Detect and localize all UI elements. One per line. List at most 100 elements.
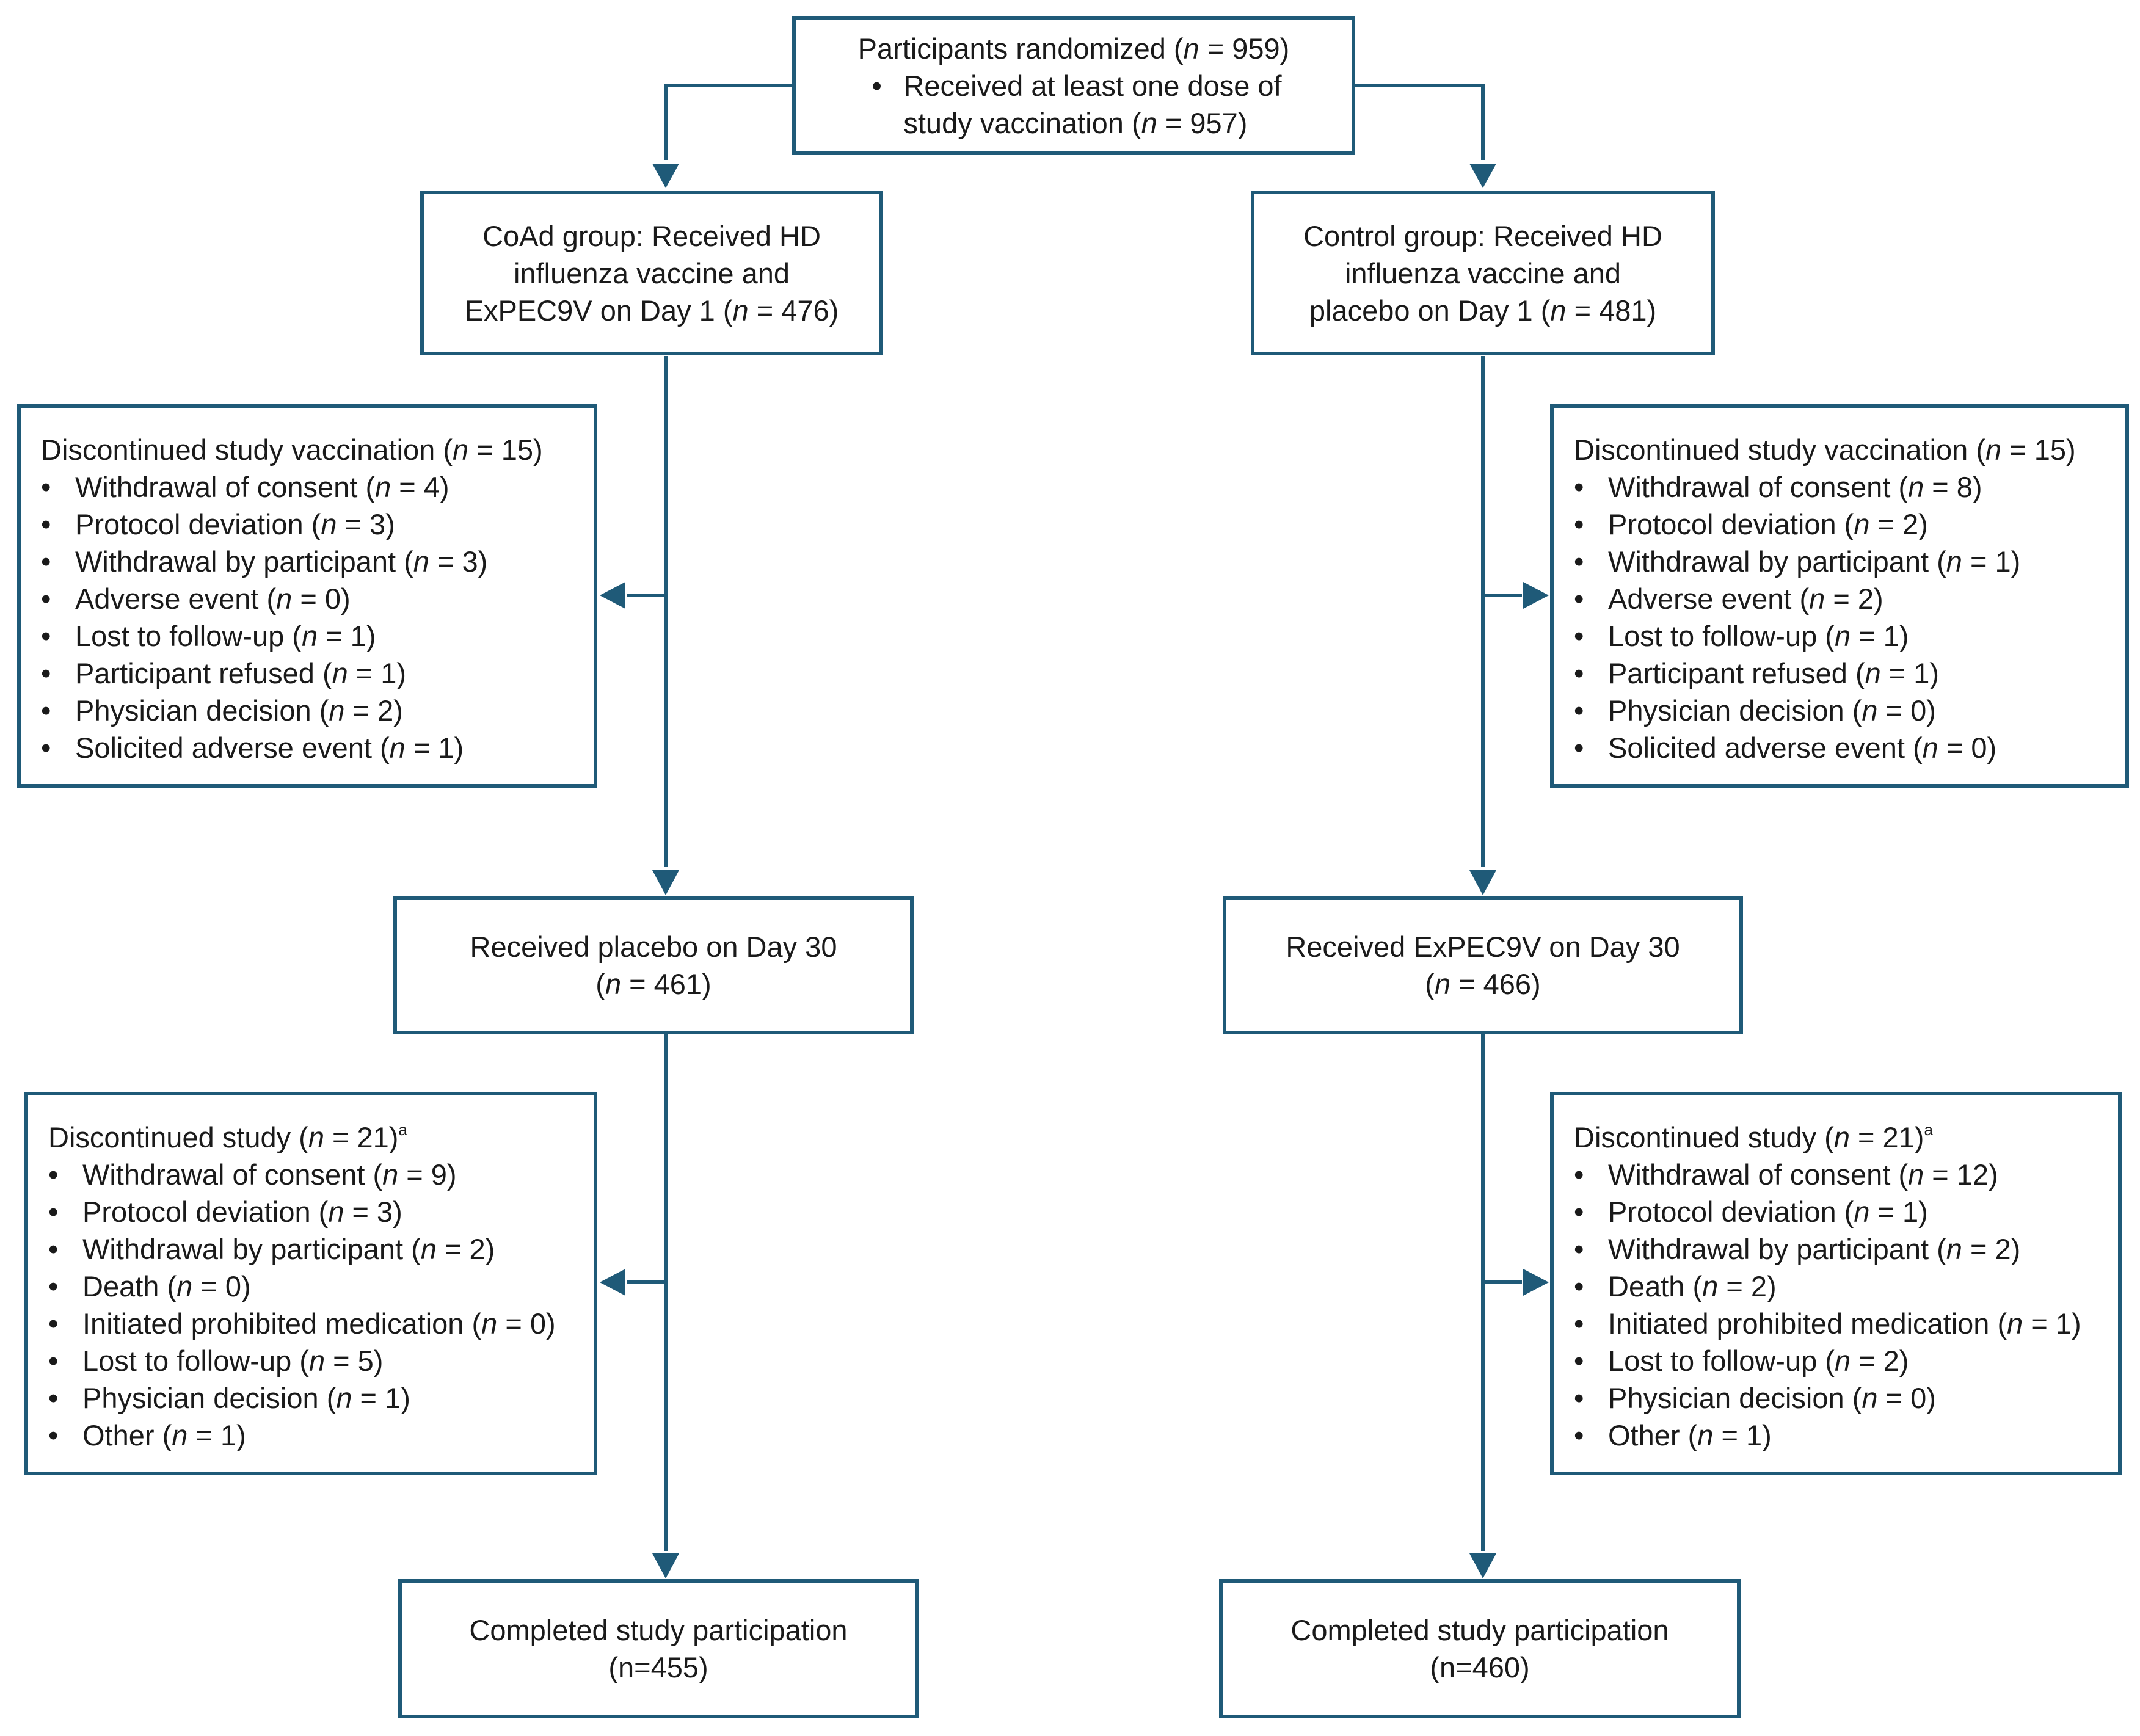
list-item: •Other (n = 1): [1574, 1417, 2118, 1454]
randomized-box: Participants randomized (n = 959) • Rece…: [792, 16, 1355, 155]
list-item-text: Initiated prohibited medication (n = 1): [1608, 1307, 2081, 1340]
list-item-text: Withdrawal of consent (n = 4): [75, 471, 449, 503]
control-group-line1: Control group: Received HD: [1303, 219, 1662, 252]
right-completed-line2: (n=460): [1430, 1651, 1530, 1683]
list-item-text: Withdrawal by participant (n = 1): [1608, 545, 2021, 578]
list-item: •Protocol deviation (n = 3): [48, 1193, 594, 1230]
connector-top-to-control: [1355, 84, 1485, 160]
right-day30-line1: Received ExPEC9V on Day 30: [1286, 931, 1680, 963]
arrowhead-left-day30: [652, 870, 679, 895]
footnote-mark: a: [398, 1120, 407, 1139]
left-discontinued-vaccination-heading: Discontinued study vaccination (n = 15): [41, 434, 543, 466]
right-discontinued-study-box: Discontinued study (n = 21)a •Withdrawal…: [1550, 1092, 2122, 1475]
list-item: •Withdrawal by participant (n = 2): [48, 1230, 594, 1268]
list-item: •Physician decision (n = 2): [41, 692, 594, 729]
arrowhead-left-completed: [652, 1553, 679, 1578]
list-item-text: Lost to follow-up (n = 2): [1608, 1345, 1909, 1377]
list-item: •Protocol deviation (n = 2): [1574, 506, 2125, 543]
list-item-text: Participant refused (n = 1): [75, 657, 407, 689]
list-item-text: Withdrawal of consent (n = 12): [1608, 1158, 1998, 1191]
list-item-text: Protocol deviation (n = 3): [82, 1196, 402, 1228]
left-discontinued-vaccination-box: Discontinued study vaccination (n = 15) …: [17, 404, 597, 788]
list-item: •Physician decision (n = 0): [1574, 1379, 2118, 1417]
control-group-line2: influenza vaccine and: [1344, 256, 1621, 289]
list-item-text: Withdrawal of consent (n = 8): [1608, 471, 1982, 503]
list-item: •Solicited adverse event (n = 1): [41, 729, 594, 766]
randomized-sub-item: • Received at least one dose of study va…: [872, 67, 1281, 142]
left-completed-line2: (n=455): [608, 1651, 708, 1683]
right-discontinued-vaccination-box: Discontinued study vaccination (n = 15) …: [1550, 404, 2129, 788]
footnote-mark: a: [1924, 1120, 1933, 1139]
list-item: •Physician decision (n = 1): [48, 1379, 594, 1417]
list-item-text: Other (n = 1): [1608, 1419, 1772, 1451]
list-item-text: Withdrawal by participant (n = 2): [82, 1233, 495, 1265]
list-item-text: Withdrawal of consent (n = 9): [82, 1158, 457, 1191]
list-item-text: Physician decision (n = 1): [82, 1382, 410, 1414]
list-item: •Withdrawal of consent (n = 4): [41, 468, 594, 506]
list-item-text: Death (n = 0): [82, 1270, 251, 1302]
list-item: •Solicited adverse event (n = 0): [1574, 729, 2125, 766]
list-item-text: Participant refused (n = 1): [1608, 657, 1940, 689]
list-item-text: Withdrawal by participant (n = 2): [1608, 1233, 2021, 1265]
arrowhead-coad: [652, 164, 679, 188]
list-item-text: Protocol deviation (n = 1): [1608, 1196, 1928, 1228]
arrowhead-right-completed: [1469, 1553, 1496, 1578]
randomized-sub-line1: Received at least one dose of: [903, 69, 1282, 102]
randomized-sub-line2: study vaccination (n = 957): [903, 106, 1248, 139]
left-completed-box: Completed study participation (n=455): [398, 1579, 919, 1718]
list-item: •Withdrawal of consent (n = 12): [1574, 1156, 2118, 1193]
coad-group-line1: CoAd group: Received HD: [482, 219, 821, 252]
left-completed-line1: Completed study participation: [469, 1614, 848, 1646]
arrowhead-left-discontinued-study: [600, 1269, 625, 1296]
control-group-line3: placebo on Day 1 (n = 481): [1309, 294, 1657, 327]
list-item-text: Withdrawal by participant (n = 3): [75, 545, 488, 578]
list-item: •Protocol deviation (n = 1): [1574, 1193, 2118, 1230]
list-item: •Withdrawal by participant (n = 1): [1574, 543, 2125, 580]
list-item: •Initiated prohibited medication (n = 1): [1574, 1305, 2118, 1342]
arrowhead-left-discontinued-vaccination: [600, 582, 625, 609]
list-item-text: Physician decision (n = 2): [75, 694, 403, 727]
right-discontinued-study-heading: Discontinued study (n = 21)a: [1574, 1120, 1933, 1153]
list-item-text: Solicited adverse event (n = 1): [75, 732, 464, 764]
list-item-text: Protocol deviation (n = 2): [1608, 508, 1928, 540]
list-item: •Lost to follow-up (n = 1): [1574, 617, 2125, 655]
bullet-glyph: •: [872, 69, 882, 102]
list-item-text: Lost to follow-up (n = 1): [1608, 620, 1909, 652]
list-item: •Adverse event (n = 0): [41, 580, 594, 617]
list-item: •Withdrawal of consent (n = 8): [1574, 468, 2125, 506]
list-item-text: Solicited adverse event (n = 0): [1608, 732, 1997, 764]
list-item-text: Death (n = 2): [1608, 1270, 1777, 1302]
list-item: •Withdrawal by participant (n = 3): [41, 543, 594, 580]
control-group-box: Control group: Received HD influenza vac…: [1251, 191, 1715, 355]
left-day30-box: Received placebo on Day 30 (n = 461): [393, 896, 914, 1034]
list-item-text: Physician decision (n = 0): [1608, 694, 1936, 727]
list-item-text: Protocol deviation (n = 3): [75, 508, 395, 540]
list-item: •Initiated prohibited medication (n = 0): [48, 1305, 594, 1342]
arrowhead-right-discontinued-vaccination: [1523, 582, 1549, 609]
list-item: •Physician decision (n = 0): [1574, 692, 2125, 729]
left-day30-line1: Received placebo on Day 30: [470, 931, 837, 963]
list-item-text: Lost to follow-up (n = 5): [82, 1345, 384, 1377]
randomized-title: Participants randomized (n = 959): [857, 32, 1290, 65]
list-item: •Participant refused (n = 1): [1574, 655, 2125, 692]
right-day30-box: Received ExPEC9V on Day 30 (n = 466): [1223, 896, 1743, 1034]
connector-top-to-coad: [664, 84, 792, 160]
right-discontinued-vaccination-heading: Discontinued study vaccination (n = 15): [1574, 434, 2076, 466]
list-item: •Other (n = 1): [48, 1417, 594, 1454]
left-discontinued-study-box: Discontinued study (n = 21)a •Withdrawal…: [24, 1092, 597, 1475]
list-item: •Withdrawal by participant (n = 2): [1574, 1230, 2118, 1268]
list-item-text: Lost to follow-up (n = 1): [75, 620, 376, 652]
arrowhead-control: [1469, 164, 1496, 188]
list-item: •Participant refused (n = 1): [41, 655, 594, 692]
coad-group-line2: influenza vaccine and: [513, 256, 790, 289]
right-day30-line2: (n = 466): [1425, 968, 1541, 1000]
coad-group-line3: ExPEC9V on Day 1 (n = 476): [464, 294, 839, 327]
list-item: •Death (n = 2): [1574, 1268, 2118, 1305]
right-completed-line1: Completed study participation: [1290, 1614, 1669, 1646]
list-item-text: Initiated prohibited medication (n = 0): [82, 1307, 556, 1340]
list-item: •Death (n = 0): [48, 1268, 594, 1305]
list-item: •Protocol deviation (n = 3): [41, 506, 594, 543]
left-discontinued-study-heading: Discontinued study (n = 21)a: [48, 1120, 407, 1153]
